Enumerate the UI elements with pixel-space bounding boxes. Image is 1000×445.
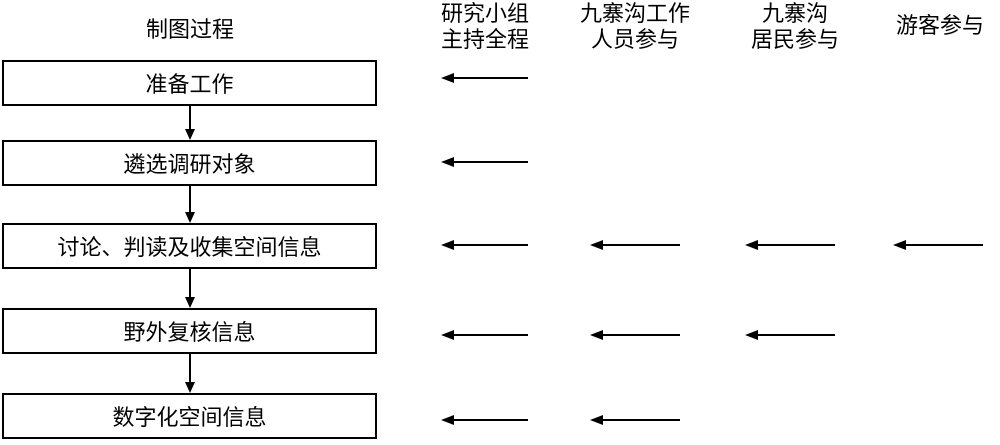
column-header-research-team: 研究小组 主持全程: [440, 2, 529, 53]
participation-arrowhead: [441, 73, 454, 83]
participation-arrowhead: [441, 240, 454, 250]
participation-arrowhead: [441, 157, 454, 167]
column-header-staff: 九寨沟工作 人员参与: [579, 2, 690, 53]
flow-arrowhead: [185, 212, 195, 223]
step-box-discuss-interpret-collect: 讨论、判读及收集空间信息: [2, 223, 377, 269]
step-box-select-subjects: 遴选调研对象: [2, 140, 377, 186]
step-box-field-verification: 野外复核信息: [2, 308, 377, 354]
participation-arrowhead: [590, 240, 603, 250]
step-box-digitize: 数字化空间信息: [2, 393, 377, 439]
participation-arrowhead: [590, 330, 603, 340]
column-header-residents: 九寨沟 居民参与: [750, 2, 839, 53]
process-header: 制图过程: [145, 18, 234, 43]
participation-arrowhead: [893, 240, 906, 250]
flow-arrowhead: [185, 297, 195, 308]
column-header-tourists: 游客参与: [895, 14, 984, 39]
participation-arrowhead: [745, 240, 758, 250]
flow-arrowhead: [185, 382, 195, 393]
flow-arrowhead: [185, 129, 195, 140]
participation-arrowhead: [441, 330, 454, 340]
participation-arrowhead: [590, 415, 603, 425]
participation-arrowhead: [745, 330, 758, 340]
participation-arrowhead: [441, 415, 454, 425]
step-box-preparation: 准备工作: [2, 60, 377, 106]
